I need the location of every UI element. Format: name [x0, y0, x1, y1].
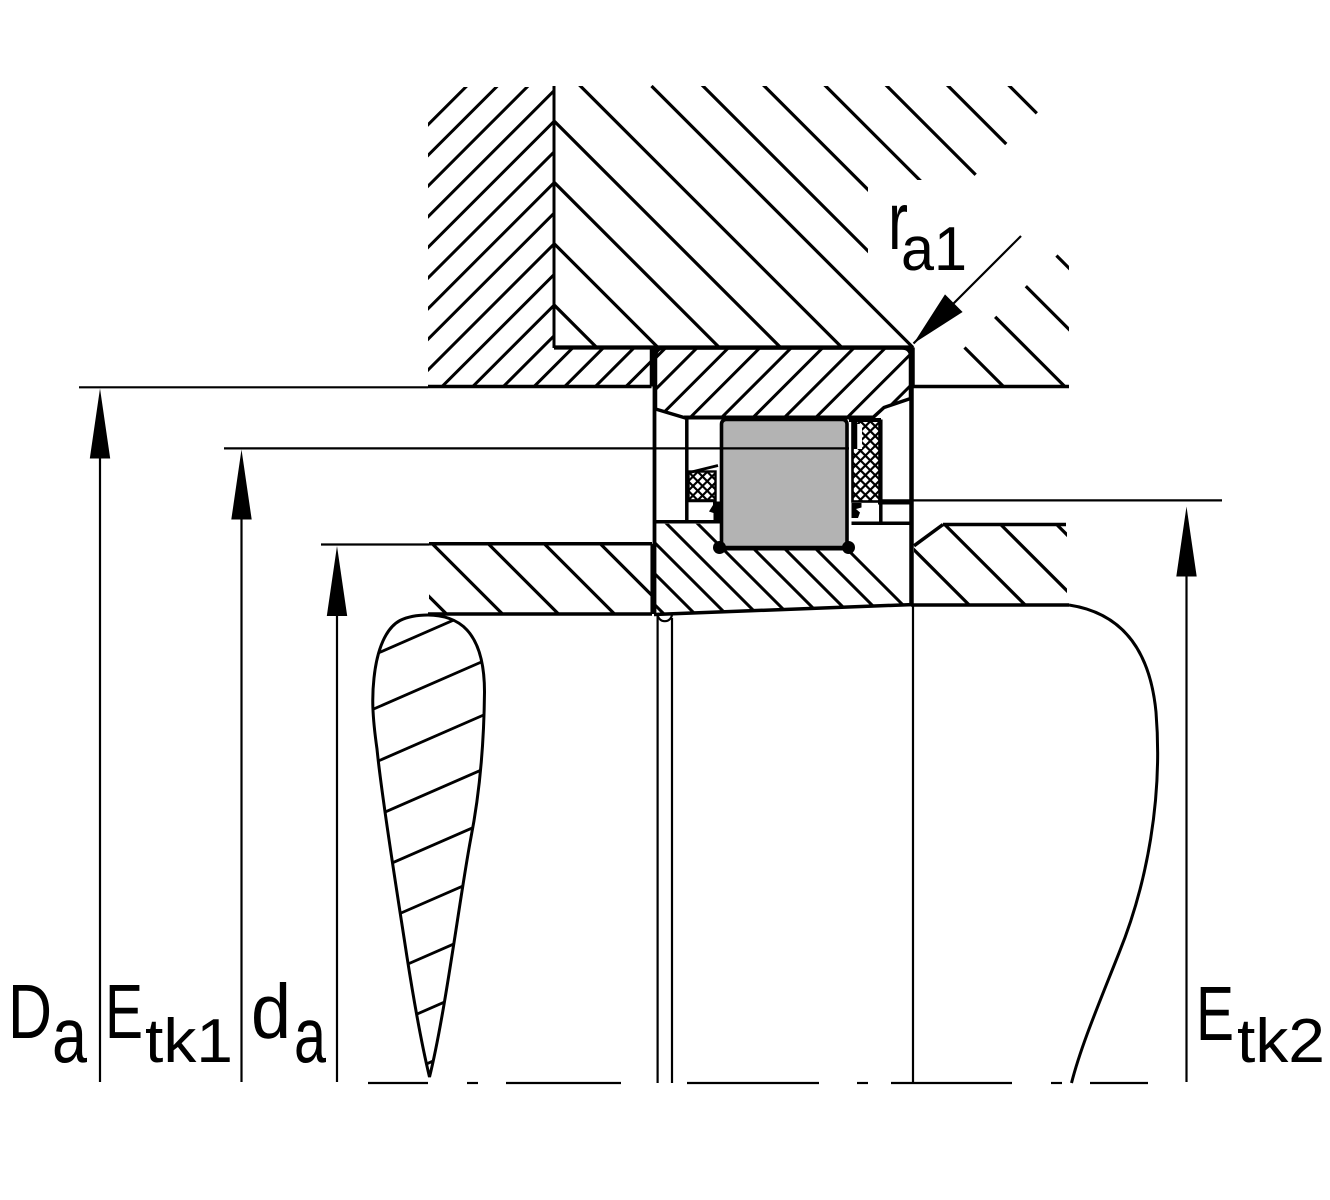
svg-text:E: E — [1196, 971, 1234, 1057]
svg-text:a: a — [52, 991, 87, 1079]
svg-text:a: a — [294, 991, 326, 1079]
svg-text:tk1: tk1 — [145, 1007, 233, 1076]
svg-text:d: d — [251, 969, 291, 1055]
svg-text:E: E — [105, 969, 143, 1055]
svg-text:r: r — [888, 176, 908, 267]
svg-text:a1: a1 — [901, 215, 967, 284]
svg-text:D: D — [8, 969, 52, 1055]
svg-text:tk2: tk2 — [1237, 1007, 1325, 1076]
